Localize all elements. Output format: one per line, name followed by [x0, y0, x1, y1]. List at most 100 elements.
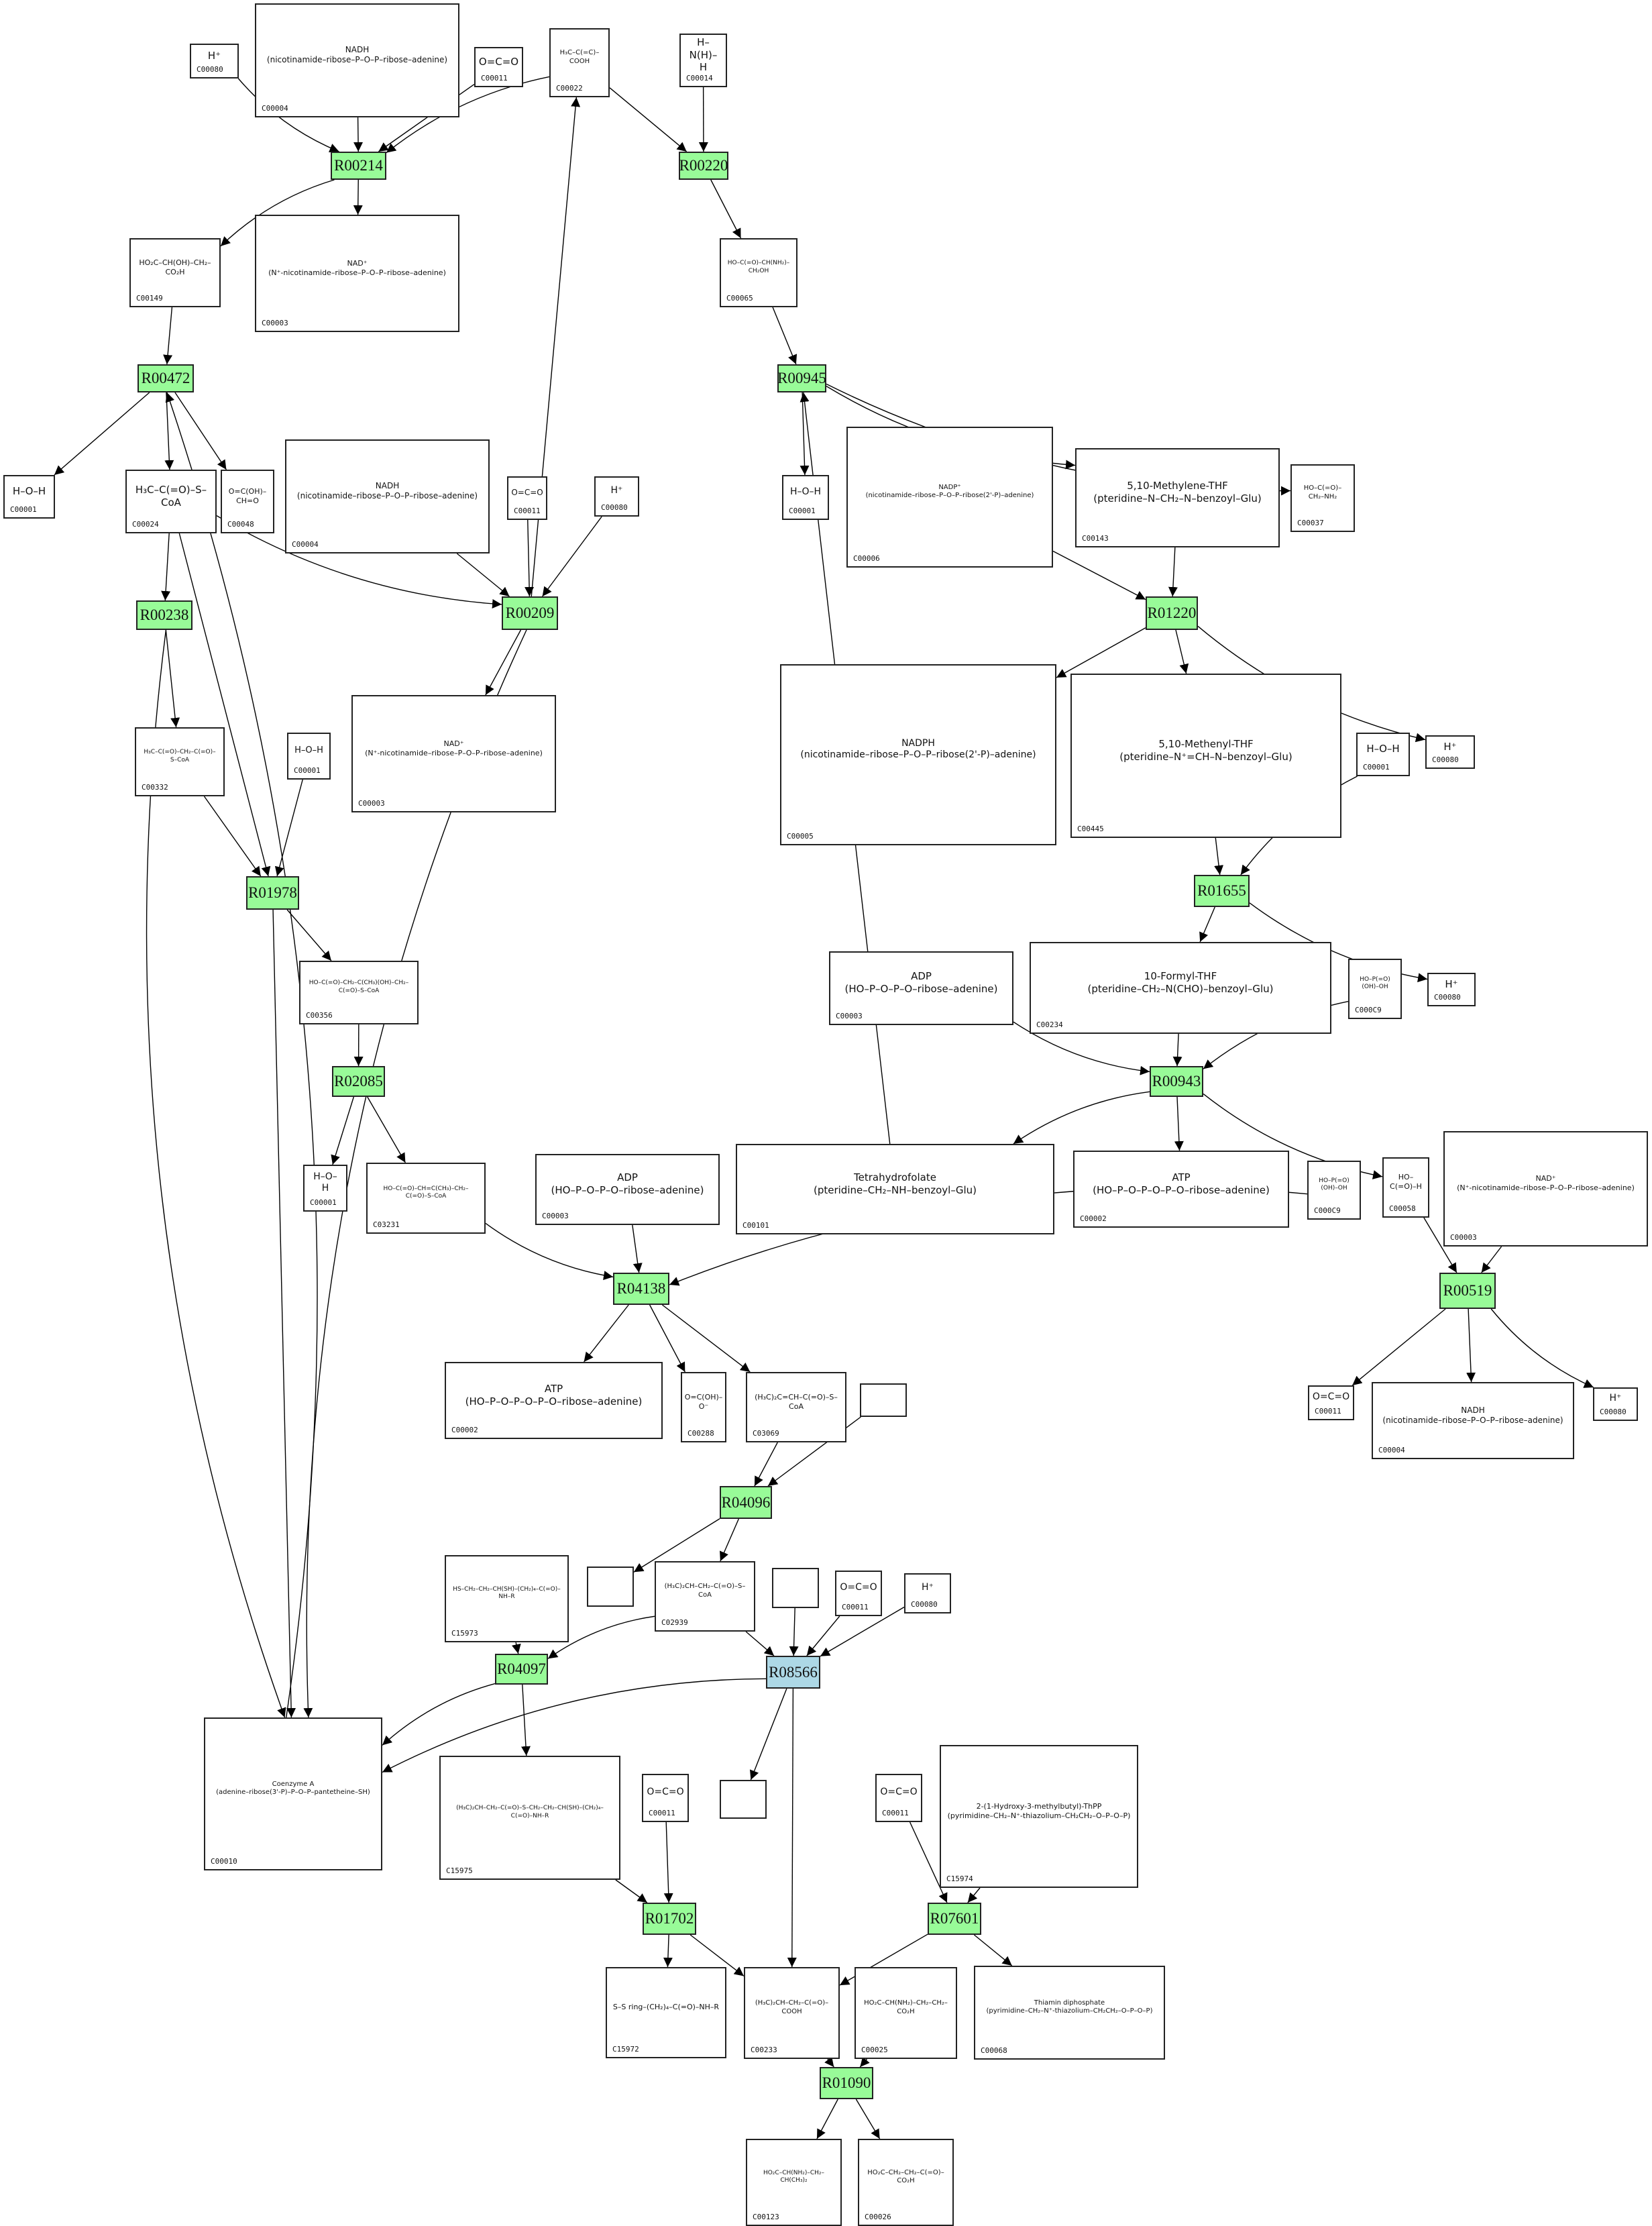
reaction-node-r00945[interactable]: R00945 [777, 364, 826, 392]
compound-node-c00080[interactable]: H⁺C00080 [1425, 735, 1475, 769]
compound-node-c00004[interactable]: NADH (nicotinamide–ribose–P–O–P–ribose–a… [285, 439, 490, 553]
compound-id-label: C00026 [865, 2213, 891, 2221]
compound-node-c00003[interactable]: NAD⁺ (N⁺-nicotinamide–ribose–P–O–P–ribos… [1443, 1131, 1648, 1247]
compound-node-empty[interactable] [772, 1568, 819, 1608]
reaction-node-r02085[interactable]: R02085 [332, 1066, 385, 1097]
compound-node-c00080[interactable]: H⁺C00080 [1593, 1387, 1638, 1421]
compound-id-label: C00025 [861, 2046, 888, 2054]
reaction-node-r00519[interactable]: R00519 [1439, 1273, 1496, 1309]
compound-node-c00068[interactable]: Thiamin diphosphate (pyrimidine–CH₂–N⁺-t… [974, 1966, 1165, 2060]
compound-node-c00288[interactable]: O=C(OH)–O⁻C00288 [681, 1372, 726, 1442]
reaction-node-r00220[interactable]: R00220 [679, 152, 728, 180]
reaction-node-r04097[interactable]: R04097 [495, 1654, 548, 1685]
compound-node-c15974[interactable]: 2-(1-Hydroxy-3-methylbutyl)-ThPP (pyrimi… [940, 1745, 1138, 1888]
compound-node-c00080[interactable]: H⁺C00080 [594, 476, 639, 517]
compound-node-c00002[interactable]: ATP (HO–P–O–P–O–P–O–ribose–adenine)C0000… [445, 1362, 663, 1439]
structure-formula: HO–C(=O)–CH(NH₂)–CH₂OH [726, 245, 791, 290]
compound-node-c15975[interactable]: (H₃C)₂CH–CH₂–C(=O)–S–CH₂–CH₂–CH(SH)–(CH₂… [439, 1756, 620, 1880]
compound-node-c00003[interactable]: NAD⁺ (N⁺-nicotinamide–ribose–P–O–P–ribos… [351, 695, 556, 812]
compound-node-c00445[interactable]: 5,10-Methenyl-THF (pteridine–N⁺=CH–N–ben… [1070, 674, 1341, 838]
reaction-node-r00238[interactable]: R00238 [136, 600, 192, 630]
compound-node-c00006[interactable]: NADP⁺ (nicotinamide–ribose–P–O–P–ribose(… [846, 427, 1053, 568]
reaction-node-r00209[interactable]: R00209 [502, 596, 558, 630]
reaction-node-r01655[interactable]: R01655 [1194, 875, 1250, 907]
compound-node-c00080[interactable]: H⁺C00080 [190, 44, 239, 78]
compound-id-label: C00002 [1080, 1214, 1107, 1223]
compound-node-c00003[interactable]: NAD⁺ (N⁺-nicotinamide–ribose–P–O–P–ribos… [255, 215, 459, 332]
compound-node-empty[interactable] [587, 1567, 634, 1607]
structure-formula: HO–C(=O)–H [1389, 1164, 1423, 1200]
reaction-node-r08566[interactable]: R08566 [766, 1656, 820, 1689]
structure-formula: NAD⁺ (N⁺-nicotinamide–ribose–P–O–P–ribos… [358, 702, 549, 795]
reaction-node-r01220[interactable]: R01220 [1146, 596, 1198, 630]
reaction-node-r00214[interactable]: R00214 [331, 152, 386, 180]
compound-node-empty[interactable] [860, 1383, 907, 1417]
compound-node-c00004[interactable]: NADH (nicotinamide–ribose–P–O–P–ribose–a… [255, 3, 459, 117]
compound-node-c00003[interactable]: ADP (HO–P–O–P–O–ribose–adenine)C00003 [829, 951, 1013, 1025]
reaction-node-r04096[interactable]: R04096 [720, 1486, 772, 1519]
compound-node-c00002[interactable]: ATP (HO–P–O–P–O–P–O–ribose–adenine)C0000… [1073, 1151, 1289, 1228]
edge-c_ivcoa-to-R08566 [746, 1632, 774, 1656]
structure-formula: HO₂C–CH(OH)–CH₂–CO₂H [136, 245, 214, 290]
reaction-node-r01978[interactable]: R01978 [246, 876, 299, 910]
compound-node-empty[interactable] [720, 1780, 767, 1819]
reaction-node-r01090[interactable]: R01090 [820, 2067, 873, 2099]
compound-node-c00080[interactable]: H⁺C00080 [904, 1573, 951, 1613]
reaction-node-r00943[interactable]: R00943 [1150, 1066, 1203, 1097]
compound-node-c00234[interactable]: 10-Formyl-THF (pteridine–CH₂–N(CHO)–benz… [1030, 942, 1331, 1034]
reaction-node-r01702[interactable]: R01702 [643, 1903, 696, 1935]
compound-node-c00143[interactable]: 5,10-Methylene-THF (pteridine–N–CH₂–N–be… [1075, 448, 1280, 547]
edge-c_acetylcoa-to-R01978 [179, 533, 268, 876]
reaction-node-r07601[interactable]: R07601 [928, 1903, 981, 1935]
edge-R00209-to-c_pyr [531, 97, 576, 596]
compound-node-c00101[interactable]: Tetrahydrofolate (pteridine–CH₂–NH–benzo… [736, 1144, 1054, 1234]
compound-node-c00003[interactable]: ADP (HO–P–O–P–O–ribose–adenine)C00003 [535, 1154, 720, 1225]
compound-id-label: C000C9 [1314, 1206, 1341, 1215]
compound-node-c00004[interactable]: NADH (nicotinamide–ribose–P–O–P–ribose–a… [1372, 1382, 1574, 1459]
edge-c_thf-to-R01220 [1172, 547, 1175, 596]
compound-node-c00005[interactable]: NADPH (nicotinamide–ribose–P–O–P–ribose(… [780, 664, 1056, 845]
structure-formula: (H₃C)₂CH–CH₂–C(=O)–S–CoA [661, 1568, 749, 1614]
edge-c_dihydrolip-to-R04097 [516, 1642, 518, 1654]
reaction-node-r00472[interactable]: R00472 [137, 364, 194, 392]
compound-id-label: C00001 [310, 1198, 337, 1207]
compound-node-c00010[interactable]: Coenzyme A (adenine–ribose(3'-P)–P–O–P–p… [204, 1717, 382, 1870]
compound-id-label: C00006 [853, 554, 880, 563]
compound-node-c00080[interactable]: H⁺C00080 [1427, 973, 1476, 1006]
reaction-node-r04138[interactable]: R04138 [613, 1273, 669, 1305]
structure-formula: ADP (HO–P–O–P–O–ribose–adenine) [542, 1161, 713, 1208]
